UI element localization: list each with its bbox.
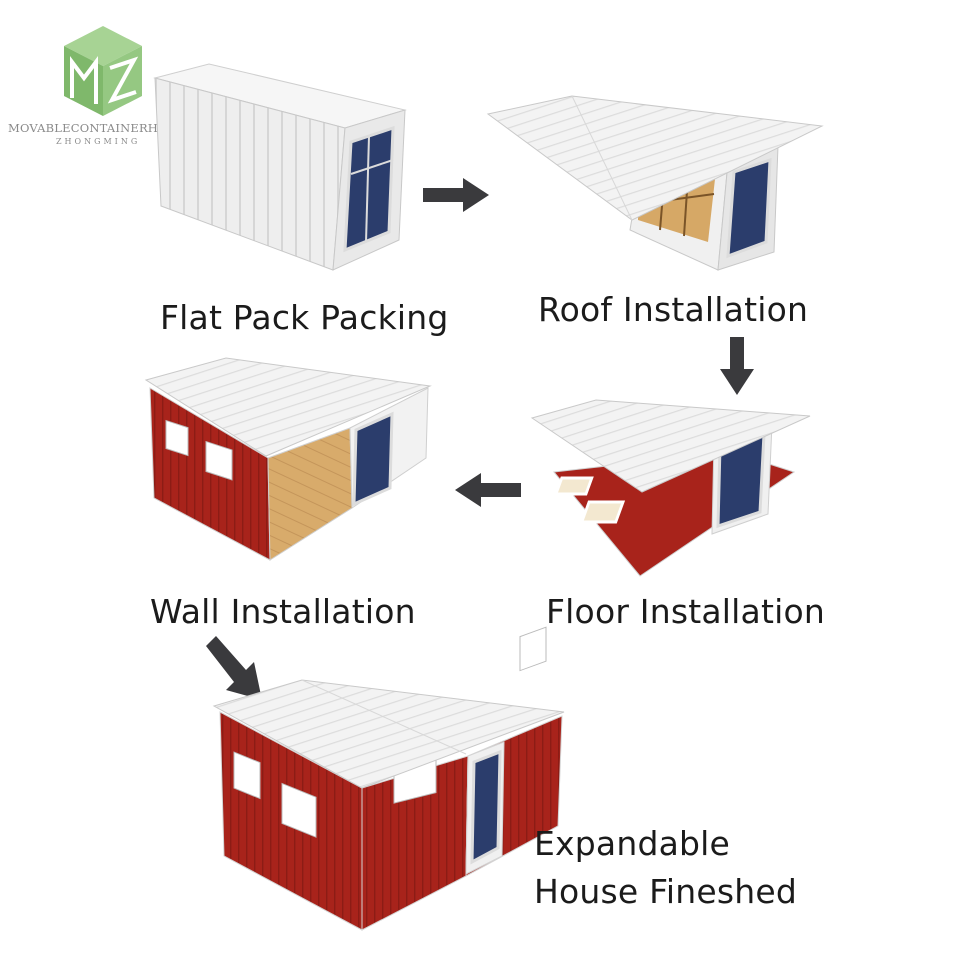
arrow-left-icon — [455, 473, 521, 507]
step-4-caption: Wall Installation — [150, 592, 416, 631]
arrow-right-icon — [423, 178, 489, 212]
finished-house-image — [212, 626, 565, 931]
wall-installation-image — [144, 357, 432, 561]
roof-installation-image — [486, 95, 824, 271]
step-3-caption: Floor Installation — [546, 592, 825, 631]
arrow-diagonal-icon — [206, 636, 262, 700]
brand-name: MOVABLECONTAINERHOUSE — [8, 121, 195, 135]
arrow-down-icon — [720, 337, 754, 395]
step-2-caption: Roof Installation — [538, 290, 809, 329]
flat-pack-container-image — [153, 63, 407, 271]
step-5-caption-line2: House Fineshed — [534, 872, 798, 911]
step-5-caption-line1: Expandable — [534, 824, 731, 863]
step-1-caption: Flat Pack Packing — [160, 298, 449, 337]
brand-subname: ZHONGMING — [56, 137, 141, 146]
brand-logo-icon — [64, 26, 142, 116]
floor-installation-image — [530, 399, 811, 577]
